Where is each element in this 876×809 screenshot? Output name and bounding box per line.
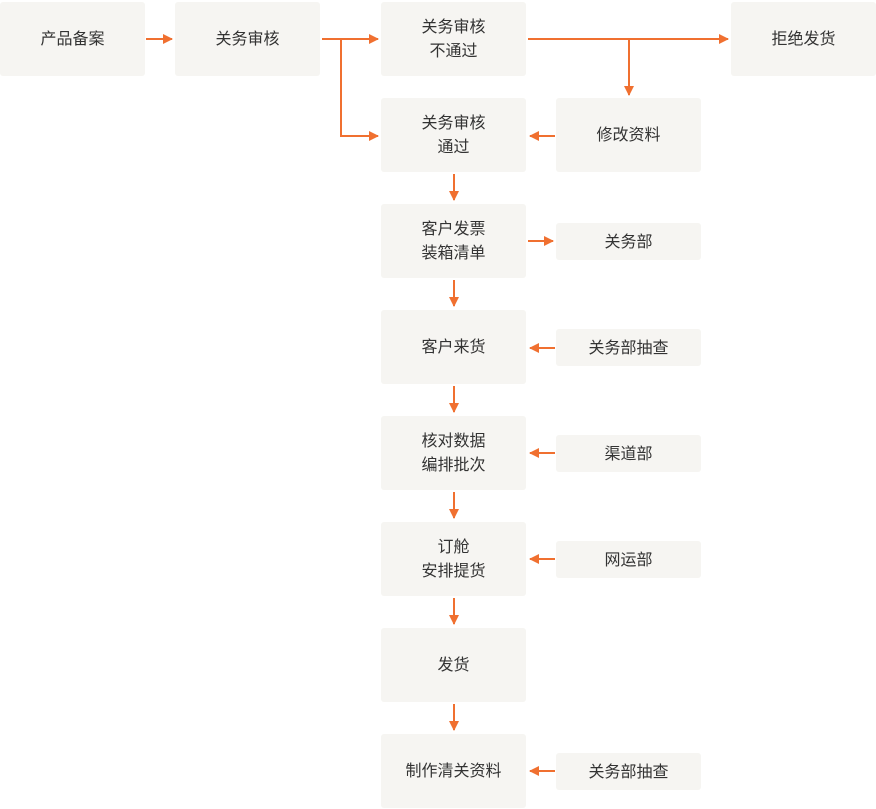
node-review-passed: 关务审核 通过	[381, 98, 526, 172]
node-customs-dept: 关务部	[556, 223, 701, 260]
node-invoice-packing: 客户发票 装箱清单	[381, 204, 526, 278]
node-verify-batch: 核对数据 编排批次	[381, 416, 526, 490]
node-network-dept: 网运部	[556, 541, 701, 578]
node-modify-documents: 修改资料	[556, 98, 701, 172]
node-customs-review: 关务审核	[175, 2, 320, 76]
node-customer-goods: 客户来货	[381, 310, 526, 384]
node-ship: 发货	[381, 628, 526, 702]
node-review-failed: 关务审核 不通过	[381, 2, 526, 76]
node-customs-spot-check-2: 关务部抽查	[556, 753, 701, 790]
node-channel-dept: 渠道部	[556, 435, 701, 472]
node-refuse-shipment: 拒绝发货	[731, 2, 876, 76]
node-booking-pickup: 订舱 安排提货	[381, 522, 526, 596]
node-customs-spot-check-1: 关务部抽查	[556, 329, 701, 366]
node-product-filing: 产品备案	[0, 2, 145, 76]
node-clearance-docs: 制作清关资料	[381, 734, 526, 808]
arrow-review-to-passed	[340, 39, 379, 141]
